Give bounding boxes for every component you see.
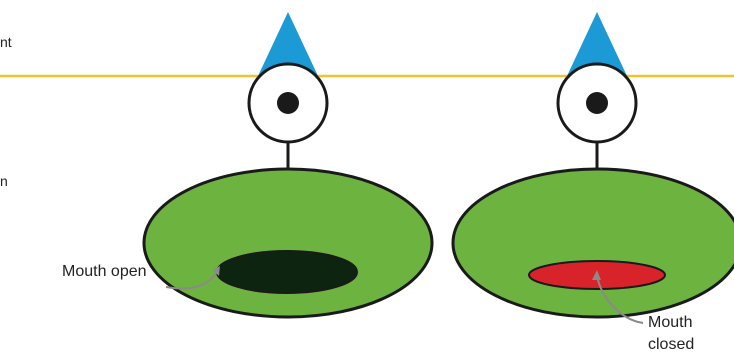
mouth-closed-label-line2: closed	[648, 335, 694, 355]
pupil	[586, 92, 608, 114]
cropped-text-mid: n	[0, 173, 8, 189]
mouth-closed-label-line1: Mouth	[648, 313, 692, 333]
body	[453, 169, 734, 317]
monster-closed-mouth	[453, 12, 734, 317]
mouth-open-label: Mouth open	[62, 262, 147, 282]
mouth-open-shape	[217, 251, 357, 293]
cropped-text-top: nt	[0, 34, 12, 50]
monster-open-mouth	[144, 12, 432, 317]
pupil	[277, 92, 299, 114]
body	[144, 169, 432, 317]
